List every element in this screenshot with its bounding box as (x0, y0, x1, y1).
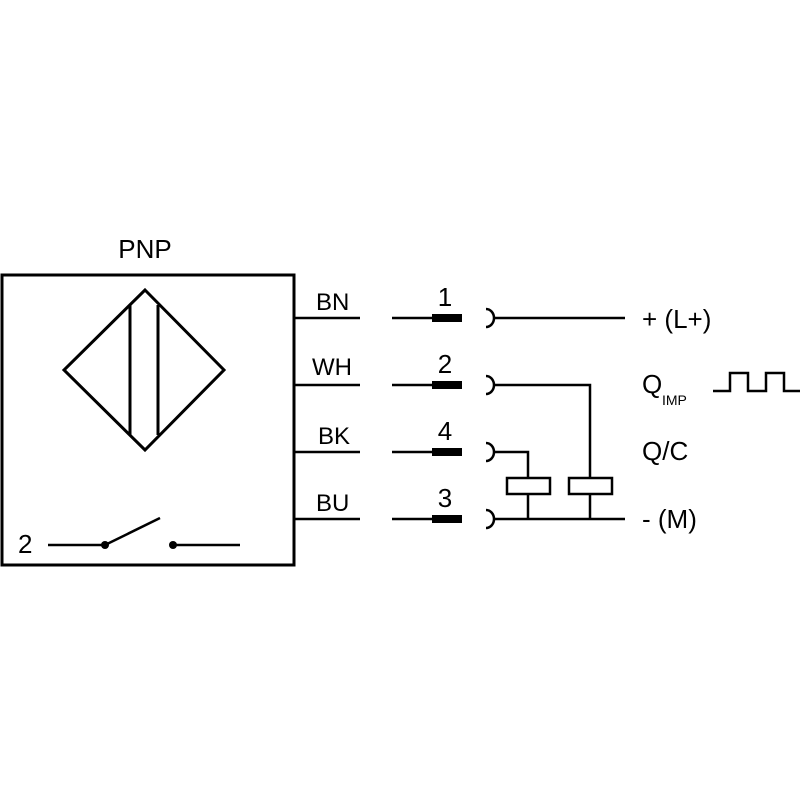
switch-icon (48, 516, 240, 549)
connector-pin (432, 381, 462, 389)
sensor-body (0, 273, 296, 567)
switch-label: 2 (18, 529, 32, 559)
connector-pin (432, 515, 462, 523)
wire-row-bu: BU 3 - (M) (294, 483, 697, 534)
wire-color-label: BU (316, 490, 349, 517)
socket-icon (485, 441, 496, 463)
signal-label-subscript: IMP (662, 392, 687, 408)
wire-color-label: BN (316, 289, 349, 316)
socket-icon (485, 508, 496, 530)
wire-color-label: WH (312, 354, 352, 381)
socket-icon (485, 307, 496, 329)
signal-label-main: Q (642, 369, 662, 399)
pin-number: 2 (438, 349, 452, 379)
wire-row-wh: WH 2 Q IMP (294, 349, 800, 478)
pin-number: 3 (438, 483, 452, 513)
signal-label: Q/C (642, 436, 688, 466)
wire-color-label: BK (318, 423, 350, 450)
pin-number: 4 (438, 416, 452, 446)
wire-row-bk: BK 4 Q/C (294, 416, 688, 478)
signal-label: + (L+) (642, 304, 711, 334)
wire-row-bn: BN 1 + (L+) (294, 282, 711, 334)
load-resistor-wh (567, 476, 614, 519)
connector-pin (432, 314, 462, 322)
pin-number: 1 (438, 282, 452, 312)
inductive-sensor-icon (61, 287, 227, 453)
socket-icon (485, 374, 496, 396)
pulse-train-icon (713, 371, 800, 393)
signal-label: - (M) (642, 504, 697, 534)
connector-pin (432, 448, 462, 456)
sensor-type-label: PNP (118, 234, 171, 264)
load-resistor-bk (505, 476, 552, 519)
